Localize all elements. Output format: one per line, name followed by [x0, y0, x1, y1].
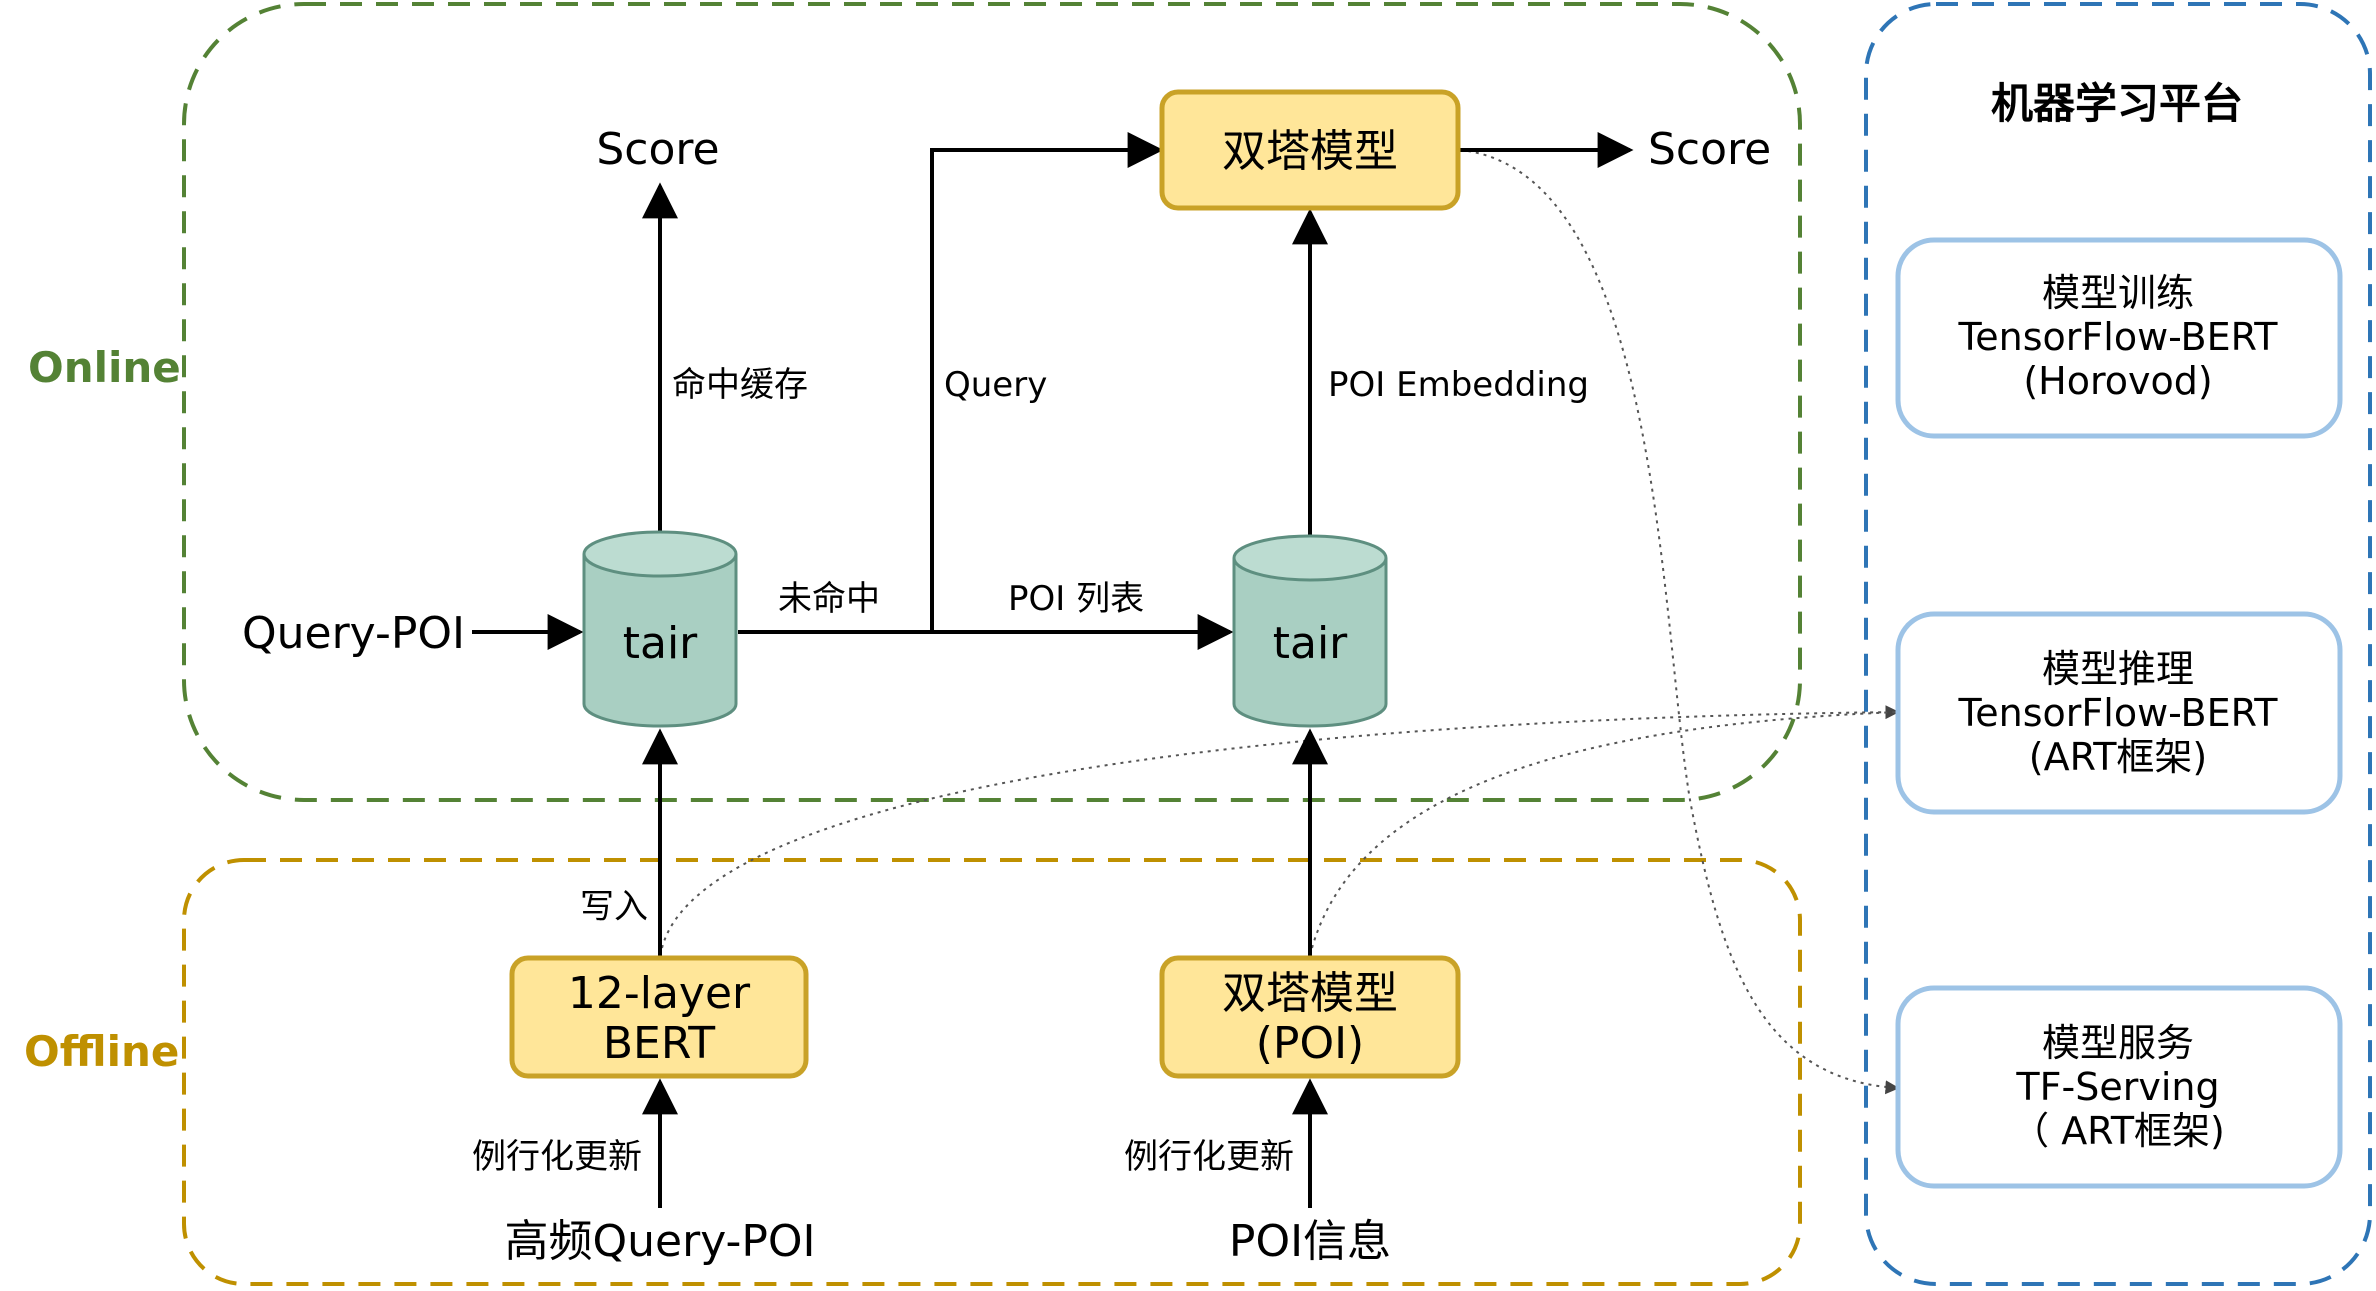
twin-tower-model-node: 双塔模型	[1159, 89, 1461, 211]
source-left: 高频Query-POI	[505, 1216, 816, 1267]
edge-label-query: Query	[944, 365, 1047, 405]
edge-label-poi-list: POI 列表	[1008, 579, 1144, 619]
score-right: Score	[1648, 124, 1771, 175]
poi-twin-tower-line2: (POI)	[1256, 1018, 1364, 1069]
edge-label-routine-left: 例行化更新	[472, 1137, 642, 1177]
online-label: Online	[28, 343, 181, 392]
platform-region	[1864, 2, 2372, 1286]
card-inference-title: 模型推理	[2042, 647, 2194, 691]
card-serving-title: 模型服务	[2042, 1021, 2194, 1065]
card-training-title: 模型训练	[2042, 271, 2194, 315]
dotted-link-bert-to-inference	[661, 705, 1900, 949]
edge-label-poi-embedding: POI Embedding	[1328, 365, 1589, 405]
query-poi-input: Query-POI	[242, 608, 465, 659]
bert-line2: BERT	[603, 1018, 715, 1069]
card-serving-line3: （ ART框架)	[2011, 1109, 2225, 1153]
card-inference-line3: (ART框架)	[2029, 735, 2208, 779]
poi-twin-tower-node: 双塔模型 (POI)	[1159, 955, 1461, 1079]
platform-card-inference: 模型推理 TensorFlow-BERT (ART框架)	[1895, 611, 2343, 815]
tair-cylinder-left: tair	[582, 530, 738, 728]
tair-left-label: tair	[623, 618, 698, 669]
dotted-link-model-to-serving	[1459, 149, 1900, 1095]
poi-twin-tower-line1: 双塔模型	[1222, 968, 1398, 1019]
card-inference-line2: TensorFlow-BERT	[1958, 691, 2279, 735]
card-serving-line2: TF-Serving	[2015, 1065, 2219, 1109]
bert-model-node: 12-layer BERT	[509, 955, 809, 1079]
edge-label-routine-right: 例行化更新	[1124, 1137, 1294, 1177]
edge-label-cache-hit: 命中缓存	[672, 365, 808, 405]
online-region	[182, 2, 1802, 802]
edge-label-cache-miss: 未命中	[778, 579, 880, 619]
tair-right-label: tair	[1273, 618, 1348, 669]
twin-tower-model-label: 双塔模型	[1222, 126, 1398, 177]
tair-cylinder-right: tair	[1232, 534, 1388, 728]
arrow-query-to-twin-tower	[930, 132, 1164, 632]
edge-label-write: 写入	[580, 887, 648, 927]
score-left: Score	[596, 124, 719, 175]
offline-label: Offline	[24, 1027, 179, 1076]
platform-card-training: 模型训练 TensorFlow-BERT (Horovod)	[1895, 237, 2343, 439]
source-right: POI信息	[1229, 1216, 1391, 1267]
bert-line1: 12-layer	[568, 968, 751, 1019]
offline-region	[182, 858, 1802, 1286]
card-training-line2: TensorFlow-BERT	[1958, 315, 2279, 359]
card-training-line3: (Horovod)	[2023, 359, 2212, 403]
dotted-link-twintower-to-inference	[1311, 711, 1899, 949]
platform-card-serving: 模型服务 TF-Serving （ ART框架)	[1895, 985, 2343, 1189]
platform-title: 机器学习平台	[1991, 79, 2243, 128]
